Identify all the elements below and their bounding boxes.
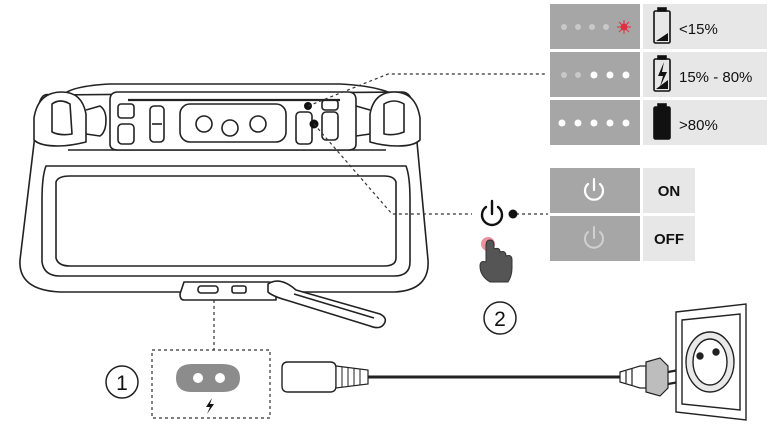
battery-led-row-low	[561, 20, 631, 34]
battery-label-full: >80%	[679, 117, 718, 134]
step-2-marker: 2	[483, 301, 517, 335]
power-icon	[480, 199, 504, 227]
wall-outlet-icon	[675, 303, 747, 421]
power-on-icon	[583, 177, 605, 201]
battery-full-icon	[653, 103, 671, 140]
speaker	[19, 83, 429, 329]
power-off-icon	[584, 226, 604, 249]
power-state-table: ON OFF	[550, 168, 695, 261]
step-1-marker: 1	[105, 365, 139, 399]
battery-low-icon	[653, 7, 671, 44]
ac-inlet-icon	[176, 364, 240, 392]
battery-label-mid: 15% - 80%	[679, 69, 752, 86]
battery-led-row-full	[558, 119, 630, 127]
battery-led-row-mid	[561, 71, 630, 79]
pointing-hand-icon	[479, 237, 513, 283]
step-2-number: 2	[494, 308, 506, 331]
power-off-label: OFF	[654, 231, 684, 248]
battery-charging-icon	[653, 55, 671, 92]
step-1-number: 1	[116, 372, 128, 395]
battery-label-low: <15%	[679, 21, 718, 38]
power-table-pointer	[508, 209, 518, 219]
leader-lines	[213, 73, 548, 350]
power-on-label: ON	[658, 183, 681, 200]
battery-status-table: <15% 15% - 80% >80%	[550, 4, 767, 145]
ac-inlet-detail	[151, 349, 271, 419]
lightning-icon	[206, 398, 214, 414]
power-cord	[281, 303, 747, 421]
